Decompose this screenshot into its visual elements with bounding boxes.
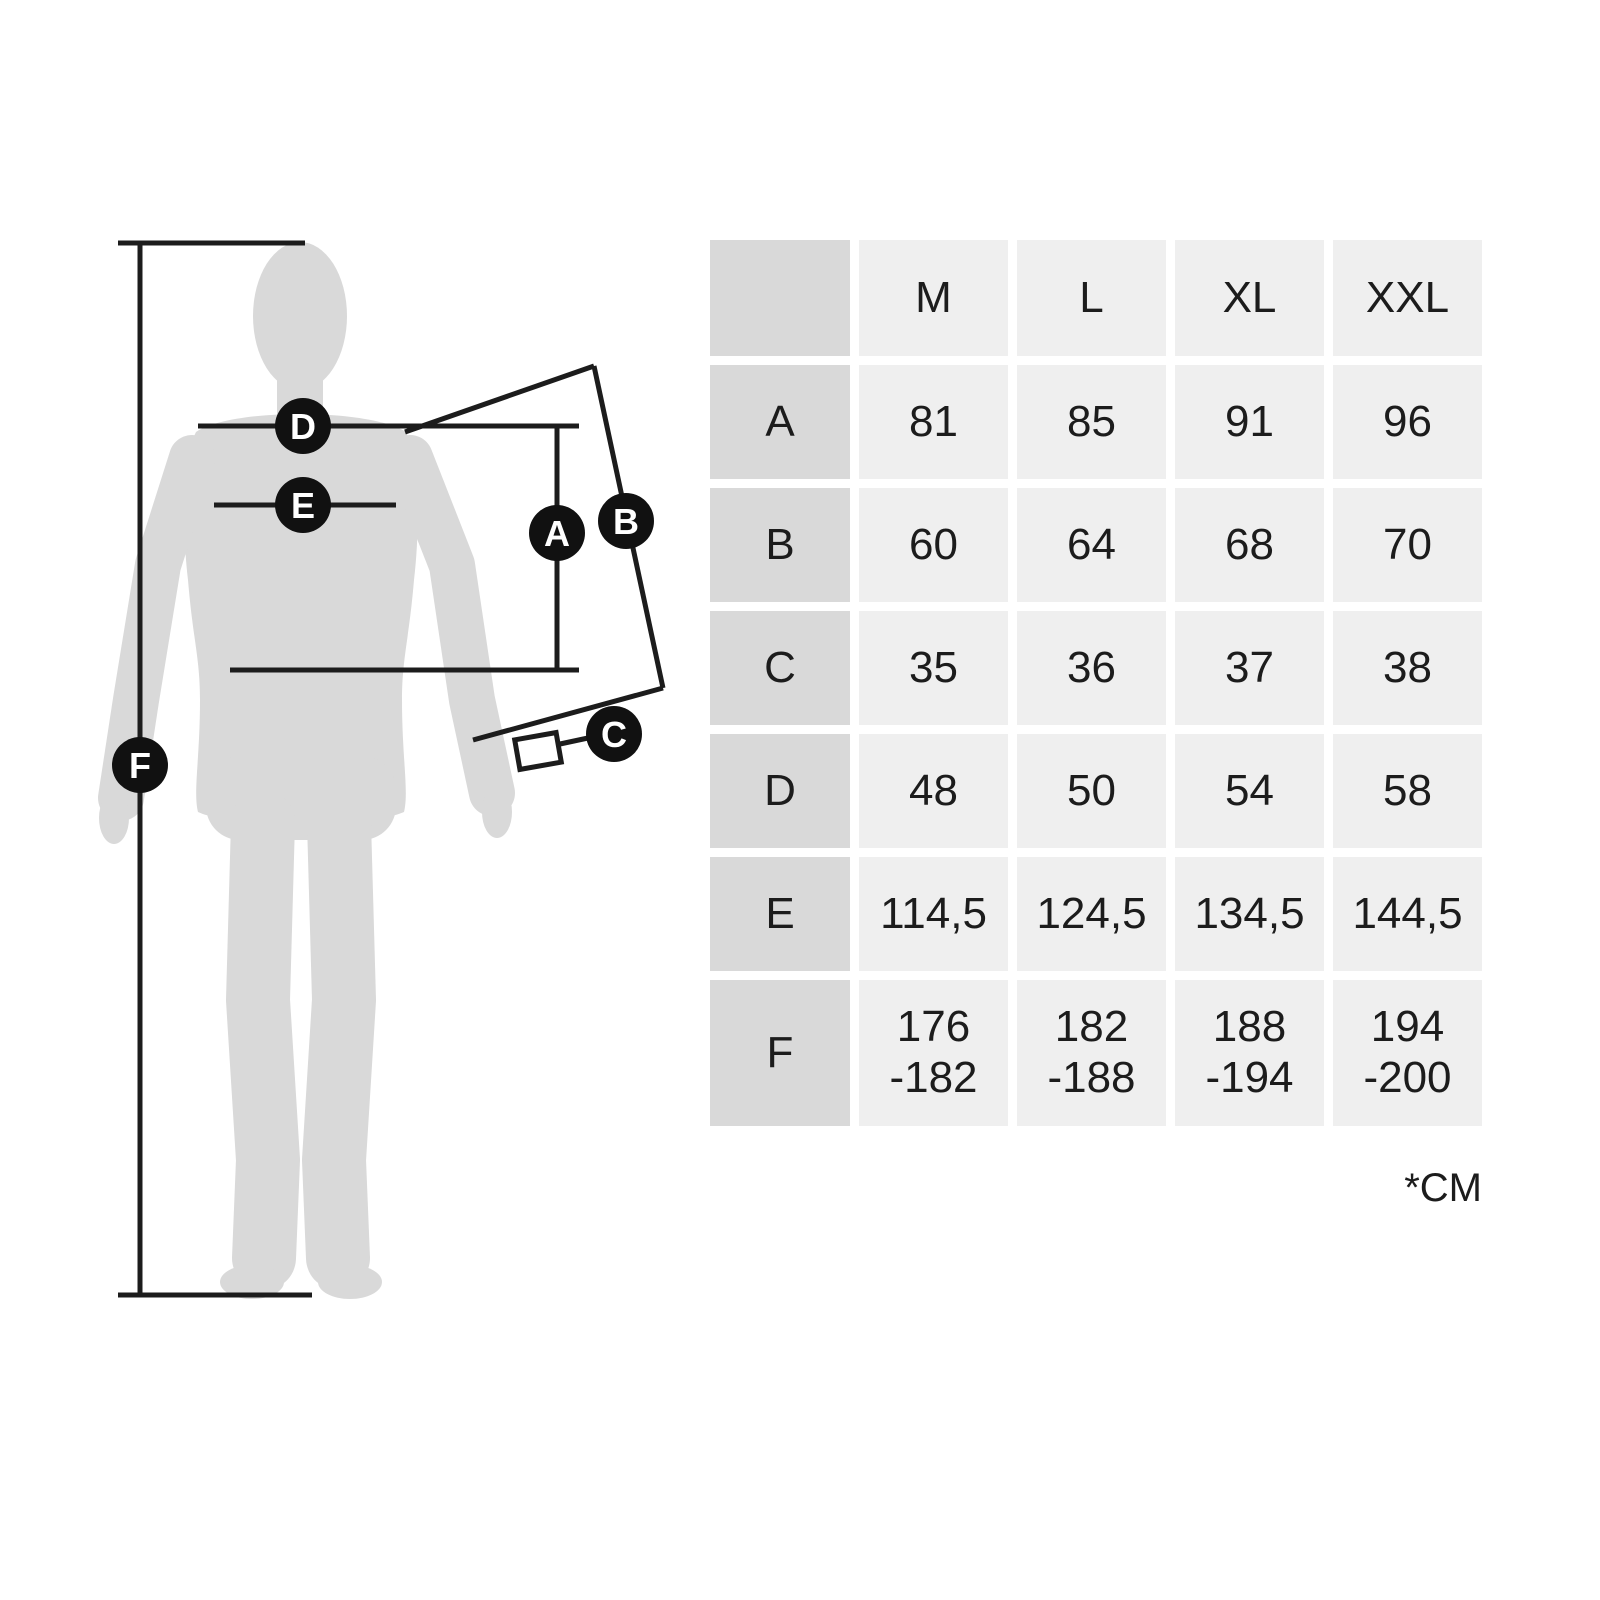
table-row-label-d: D [710,734,850,848]
cuff-connector-line [559,735,589,747]
table-row-label-c: C [710,611,850,725]
table-corner-cell [710,240,850,356]
table-col-header-l: L [1017,240,1166,356]
table-col-header-xl: XL [1175,240,1324,356]
marker-d: D [275,398,331,454]
table-cell-b-l: 64 [1017,488,1166,602]
marker-b-label: B [613,501,639,542]
table-cell-e-m: 114,5 [859,857,1008,971]
silhouette-torso [184,414,418,824]
table-cell-a-m: 81 [859,365,1008,479]
marker-c: C [586,706,642,762]
table-cell-f-m: 176 -182 [859,980,1008,1126]
marker-b: B [598,493,654,549]
marker-e-label: E [291,485,315,526]
table-cell-c-m: 35 [859,611,1008,725]
table-cell-f-xxl: 194 -200 [1333,980,1482,1126]
table-cell-d-xxl: 58 [1333,734,1482,848]
table-cell-c-l: 36 [1017,611,1166,725]
marker-f-circle [112,737,168,793]
table-row-label-a: A [710,365,850,479]
marker-f-label: F [129,745,151,786]
sleeve-bottom-line [472,685,664,743]
silhouette-left-leg [226,790,300,1290]
marker-d-label: D [290,406,316,447]
marker-d-circle [275,398,331,454]
silhouette-left-foot [220,1265,284,1299]
marker-a-circle [529,505,585,561]
silhouette-left-hand [99,792,129,844]
marker-a-label: A [544,513,570,554]
table-cell-e-xl: 134,5 [1175,857,1324,971]
marker-b-circle [598,493,654,549]
silhouette-right-foot [318,1265,382,1299]
table-cell-f-l: 182 -188 [1017,980,1166,1126]
marker-c-circle [586,706,642,762]
table-cell-b-m: 60 [859,488,1008,602]
marker-e: E [275,477,331,533]
table-cell-c-xl: 37 [1175,611,1324,725]
silhouette-right-hand [482,786,512,838]
table-cell-d-m: 48 [859,734,1008,848]
measurement-markers: A B C D E F [112,398,654,793]
size-table: M L XL XXL A 81 85 91 96 B 60 64 68 70 C… [710,240,1482,1126]
table-cell-a-xxl: 96 [1333,365,1482,479]
marker-e-circle [275,477,331,533]
table-cell-f-xl: 188 -194 [1175,980,1324,1126]
table-cell-d-l: 50 [1017,734,1166,848]
human-silhouette [98,242,515,1299]
sleeve-top-line [404,363,595,435]
silhouette-right-arm [387,435,515,816]
marker-c-label: C [601,714,627,755]
silhouette-head [253,242,347,390]
table-col-header-xxl: XXL [1333,240,1482,356]
cuff-square-c [511,729,565,773]
marker-f: F [112,737,168,793]
table-col-header-m: M [859,240,1008,356]
table-cell-e-xxl: 144,5 [1333,857,1482,971]
table-cell-d-xl: 54 [1175,734,1324,848]
table-cell-b-xl: 68 [1175,488,1324,602]
marker-a: A [529,505,585,561]
silhouette-right-leg [302,790,376,1290]
table-row-label-b: B [710,488,850,602]
table-row-label-e: E [710,857,850,971]
table-cell-a-l: 85 [1017,365,1166,479]
unit-note: *CM [1404,1166,1482,1210]
table-cell-b-xxl: 70 [1333,488,1482,602]
table-row-label-f: F [710,980,850,1126]
table-cell-e-l: 124,5 [1017,857,1166,971]
table-cell-a-xl: 91 [1175,365,1324,479]
table-cell-c-xxl: 38 [1333,611,1482,725]
